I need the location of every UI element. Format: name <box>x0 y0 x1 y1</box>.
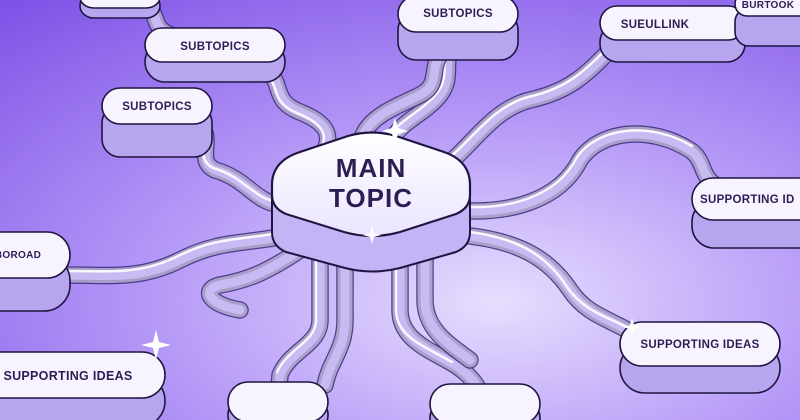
node-supporting-left-bottom-label: SUPPORTING IDEAS <box>3 369 132 383</box>
node-bottom-right <box>429 383 541 420</box>
node-subtopic-top-label: SUBTOPICS <box>423 8 493 20</box>
main-topic-line2: TOPIC <box>329 183 413 213</box>
node-supporting-right-bottom: SUPPORTING IDEAS <box>619 321 781 394</box>
sparkle-icon <box>623 318 641 336</box>
node-supporting-right-bottom-label: SUPPORTING IDEAS <box>640 339 759 351</box>
main-topic-node: MAIN TOPIC <box>270 131 472 273</box>
node-left-mid-label: BOROAD <box>0 250 41 261</box>
node-subtopic-b: SUBTOPICS <box>101 87 213 158</box>
tube-vertical-left-2 <box>316 249 354 394</box>
tube-to-right-bottom-supporting <box>451 226 649 349</box>
tube-vertical-right-2 <box>416 246 479 369</box>
node-left-mid: BOROAD <box>0 231 71 312</box>
node-right-supporting: SUPPORTING ID <box>691 177 800 249</box>
node-subtopic-top: SUBTOPICS <box>397 0 519 61</box>
node-subtopic-a-label: SUBTOPICS <box>180 41 250 53</box>
sparkles <box>141 118 641 360</box>
tube-to-top-right <box>431 31 629 179</box>
node-right-supporting-label: SUPPORTING ID <box>700 194 795 206</box>
tube-to-right-supporting <box>446 125 724 220</box>
node-top-right-b: BURTOOK <box>734 0 800 47</box>
node-subtopic-b-label: SUBTOPICS <box>122 101 192 113</box>
node-top-right-b-label: BURTOOK <box>742 0 795 11</box>
node-top-right-a-label: SUEULLINK <box>621 19 690 31</box>
node-top-right-a: SUEULLINK <box>599 5 746 63</box>
tube-to-left-mid-2 <box>201 241 309 319</box>
sparkle-icon <box>141 330 171 360</box>
node-supporting-left-bottom: SUPPORTING IDEAS <box>0 351 166 420</box>
tube-to-left-mid <box>56 226 299 285</box>
main-topic-line1: MAIN <box>336 153 406 183</box>
sparkle-icon <box>363 226 381 244</box>
node-top-left-partial <box>79 0 161 19</box>
sparkle-icon <box>382 118 408 144</box>
node-bottom-left <box>227 381 329 420</box>
node-subtopic-a: SUBTOPICS <box>144 27 286 83</box>
tube-vertical-left <box>269 246 329 409</box>
